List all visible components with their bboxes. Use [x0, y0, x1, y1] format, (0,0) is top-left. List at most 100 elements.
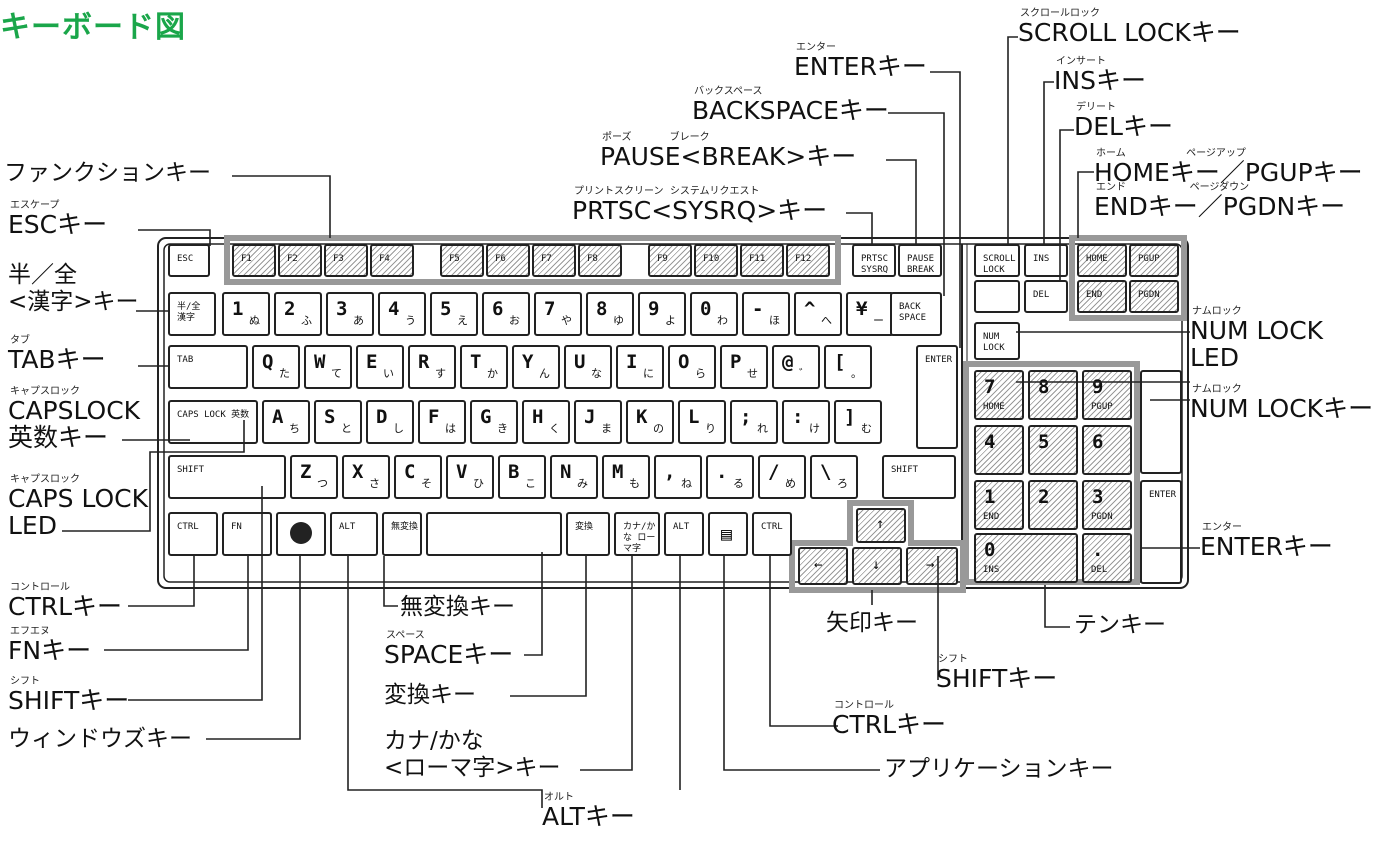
tenkey-key[interactable]: .DEL	[1082, 533, 1132, 583]
letter-row-a-key[interactable]: ;れ	[730, 400, 778, 444]
f7-key[interactable]: F7	[532, 244, 576, 277]
ctrl-left-key[interactable]: CTRL	[168, 512, 218, 556]
f6-key[interactable]: F6	[486, 244, 530, 277]
f1-key[interactable]: F1	[232, 244, 276, 277]
f10-key[interactable]: F10	[694, 244, 738, 277]
letter-row-z-key[interactable]: /め	[758, 455, 806, 499]
tenkey-enter-key[interactable]: ENTER	[1140, 480, 1182, 584]
hankaku-key[interactable]: 半/全 漢字	[168, 292, 216, 336]
letter-row-a-key[interactable]: ]む	[834, 400, 882, 444]
arrow-down-key[interactable]: ↓	[852, 547, 902, 585]
pgup-key[interactable]: PGUP	[1129, 244, 1179, 277]
pgdn-key[interactable]: PGDN	[1129, 280, 1179, 313]
arrow-right-key[interactable]: →	[906, 547, 958, 585]
f2-key[interactable]: F2	[278, 244, 322, 277]
muhenkan-key[interactable]: 無変換	[382, 512, 422, 556]
f11-key[interactable]: F11	[740, 244, 784, 277]
prtsc-key[interactable]: PRTSC SYSRQ	[852, 244, 896, 277]
tenkey-key[interactable]: 6	[1082, 425, 1132, 475]
shift-right-key[interactable]: SHIFT	[882, 455, 956, 499]
f3-key[interactable]: F3	[324, 244, 368, 277]
home-key[interactable]: HOME	[1077, 244, 1127, 277]
tab-key[interactable]: TAB	[168, 345, 248, 389]
backspace-key[interactable]: BACK SPACE	[890, 292, 942, 336]
letter-row-z-key[interactable]: .る	[706, 455, 754, 499]
esc-key[interactable]: ESC	[168, 244, 210, 277]
tenkey-key[interactable]: 2	[1028, 480, 1078, 530]
windows-key[interactable]	[276, 512, 326, 556]
numlock-key[interactable]: NUM LOCK	[974, 322, 1020, 360]
f12-key[interactable]: F12	[786, 244, 830, 277]
alt-right-key[interactable]: ALT	[664, 512, 704, 556]
enter-key[interactable]: ENTER	[916, 345, 958, 449]
letter-row-q-key[interactable]: [。	[824, 345, 872, 389]
shift-left-key[interactable]: SHIFT	[168, 455, 286, 499]
fn-key[interactable]: FN	[222, 512, 272, 556]
application-key[interactable]: ▤	[708, 512, 748, 556]
f8-key[interactable]: F8	[578, 244, 622, 277]
f5-key[interactable]: F5	[440, 244, 484, 277]
letter-row-q-key[interactable]: @゛	[772, 345, 820, 389]
letter-row-z-key[interactable]: \ろ	[810, 455, 858, 499]
letter-row-z-key[interactable]: ,ね	[654, 455, 702, 499]
tenkey-key[interactable]: 8	[1028, 370, 1078, 420]
f4-key[interactable]: F4	[370, 244, 414, 277]
arrow-up-key[interactable]: ↑	[856, 508, 906, 543]
number-row-key[interactable]: -ほ	[742, 292, 790, 336]
tenkey-key[interactable]: 4	[974, 425, 1024, 475]
f9-key[interactable]: F9	[648, 244, 692, 277]
del-key[interactable]: DEL	[1024, 280, 1068, 313]
alt-left-key[interactable]: ALT	[330, 512, 378, 556]
tenkey-plus-key[interactable]	[1140, 370, 1182, 474]
caps-key[interactable]: CAPS LOCK 英数	[168, 400, 258, 444]
tenkey-key[interactable]: 5	[1028, 425, 1078, 475]
scroll-lock-key[interactable]: SCROLL LOCK	[974, 244, 1020, 277]
pause-key[interactable]: PAUSE BREAK	[898, 244, 942, 277]
arrow-left-key[interactable]: ←	[798, 547, 848, 585]
kana-key[interactable]: カナ/かな ローマ字	[614, 512, 660, 556]
space-key[interactable]	[426, 512, 562, 556]
ctrl-right-key[interactable]: CTRL	[752, 512, 792, 556]
end-key[interactable]: END	[1077, 280, 1127, 313]
